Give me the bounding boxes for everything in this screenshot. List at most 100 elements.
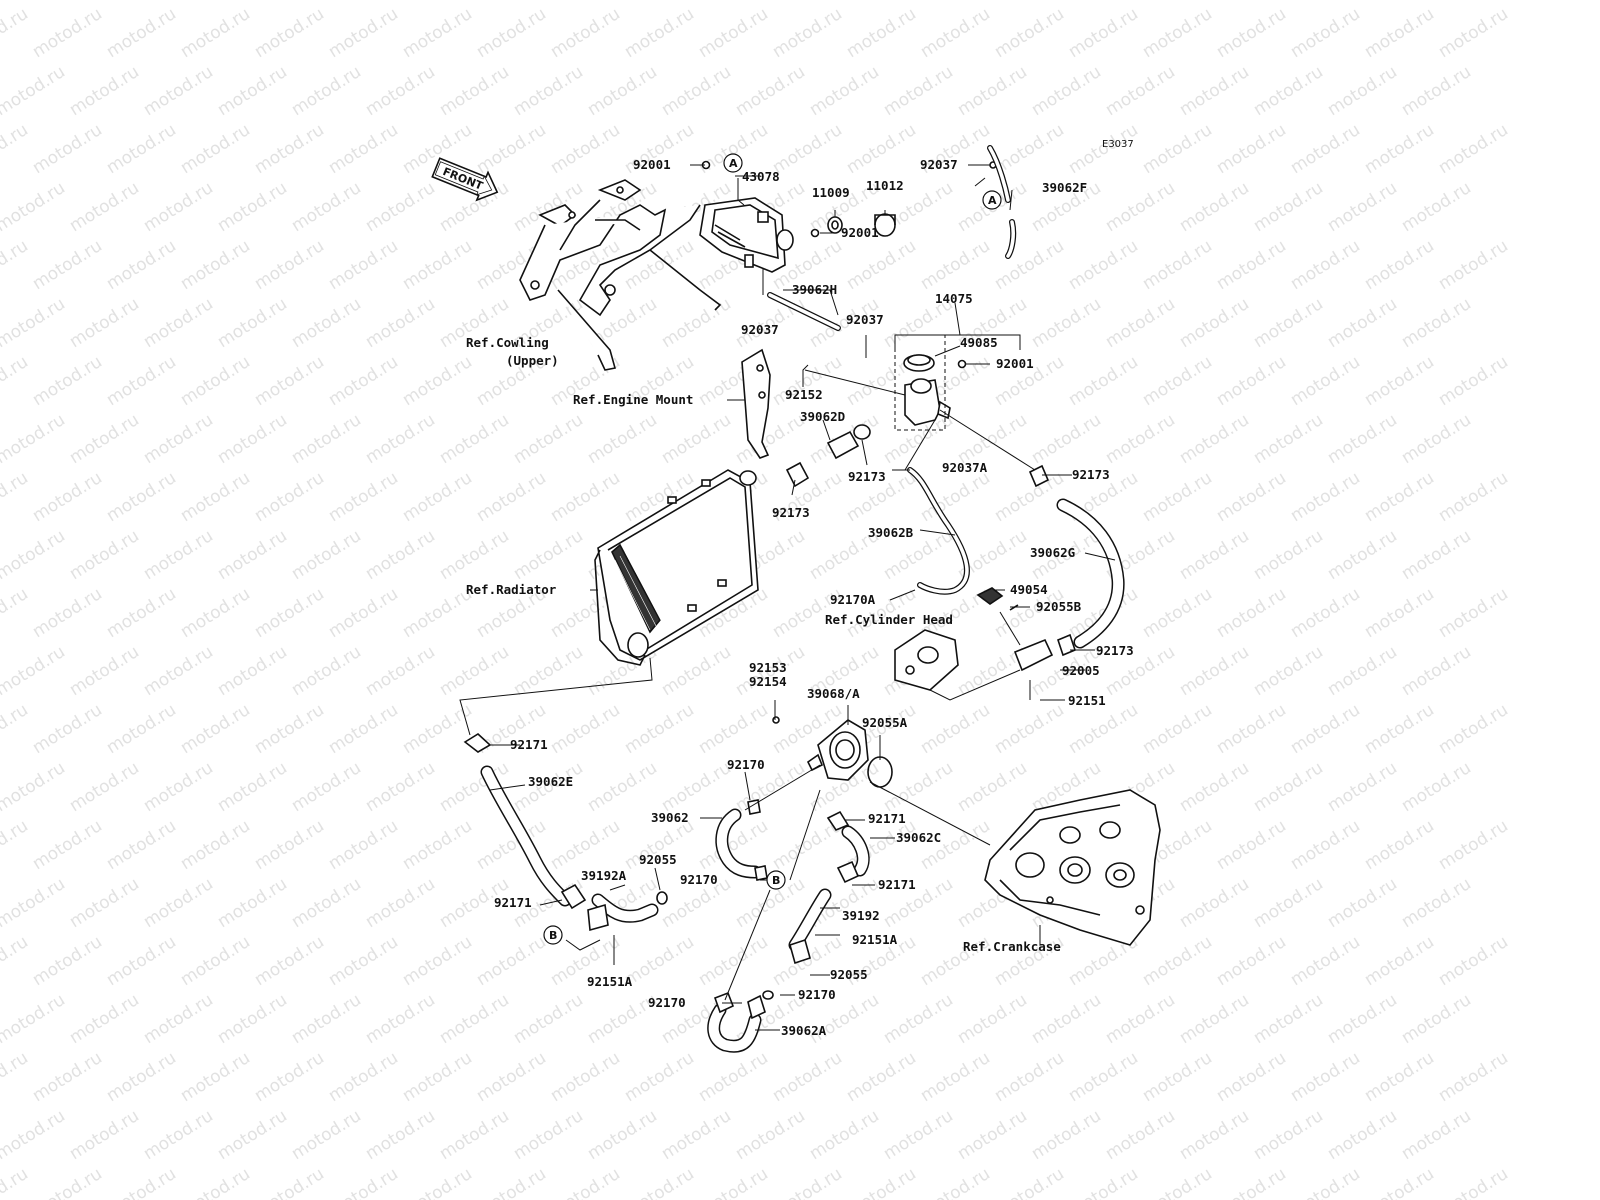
watermark-text: motod.ru [1398, 410, 1475, 468]
watermark-text: motod.ru [362, 62, 439, 120]
watermark-text: motod.ru [1250, 1106, 1327, 1164]
watermark-text: motod.ru [1287, 352, 1364, 410]
watermark-text: motod.ru [584, 1106, 661, 1164]
watermark-text: motod.ru [1213, 120, 1290, 178]
watermark-text: motod.ru [1398, 62, 1475, 120]
watermark-text: motod.ru [362, 178, 439, 236]
watermark-text: motod.ru [1435, 4, 1512, 62]
crankcase [984, 789, 1161, 946]
watermark-text: motod.ru [29, 468, 106, 526]
part-label: 92173 [848, 469, 886, 484]
watermark-text: motod.ru [695, 4, 772, 62]
watermark-text: motod.ru [0, 1164, 32, 1200]
watermark-text: motod.ru [806, 62, 883, 120]
watermark-text: motod.ru [29, 700, 106, 758]
watermark-text: motod.ru [103, 4, 180, 62]
watermark-text: motod.ru [0, 0, 69, 4]
watermark-text: motod.ru [547, 1048, 624, 1106]
watermark-text: motod.ru [140, 0, 217, 4]
watermark-text: motod.ru [806, 0, 883, 4]
engine-mount [741, 348, 771, 459]
callout-A-1-label: A [729, 157, 738, 170]
thermostat-box-top [894, 334, 1021, 350]
watermark-text: motod.ru [325, 1048, 402, 1106]
watermark-text: motod.ru [1176, 526, 1253, 584]
watermark-text: motod.ru [621, 1164, 698, 1200]
watermark-text: motod.ru [288, 990, 365, 1048]
watermark-text: motod.ru [177, 4, 254, 62]
watermark-text: motod.ru [214, 874, 291, 932]
watermark-text: motod.ru [1435, 468, 1512, 526]
watermark-text: motod.ru [510, 642, 587, 700]
ref-label-radiator: Ref.Radiator [466, 582, 557, 597]
callout-A-1: A [723, 153, 743, 173]
watermark-text: motod.ru [1065, 236, 1142, 294]
hose-39062C [826, 810, 870, 884]
part-label: 92055B [1036, 599, 1082, 614]
watermark-text: motod.ru [510, 526, 587, 584]
watermark-text: motod.ru [288, 1106, 365, 1164]
watermark-text: motod.ru [29, 352, 106, 410]
watermark-text: motod.ru [251, 816, 328, 874]
watermark-text: motod.ru [399, 932, 476, 990]
watermark-text: motod.ru [769, 120, 846, 178]
watermark-text: motod.ru [103, 1164, 180, 1200]
watermark-text: motod.ru [880, 1106, 957, 1164]
part-label: 92173 [1072, 467, 1110, 482]
part-label: 49054 [1010, 582, 1048, 597]
watermark-text: motod.ru [1361, 1048, 1438, 1106]
watermark-text: motod.ru [1287, 468, 1364, 526]
watermark-text: motod.ru [991, 1048, 1068, 1106]
watermark-text: motod.ru [140, 642, 217, 700]
watermark-text: motod.ru [362, 410, 439, 468]
watermark-text: motod.ru [399, 4, 476, 62]
watermark-text: motod.ru [251, 1164, 328, 1200]
watermark-text: motod.ru [547, 1164, 624, 1200]
watermark-text: motod.ru [177, 236, 254, 294]
watermark-text: motod.ru [29, 584, 106, 642]
watermark-text: motod.ru [1176, 294, 1253, 352]
watermark-text: motod.ru [66, 642, 143, 700]
watermark-text: motod.ru [1250, 758, 1327, 816]
part-label: 92037A [942, 460, 988, 475]
watermark-text: motod.ru [362, 1106, 439, 1164]
watermark-text: motod.ru [991, 236, 1068, 294]
watermark-text: motod.ru [214, 758, 291, 816]
watermark-text: motod.ru [1102, 294, 1179, 352]
watermark-text: motod.ru [1361, 584, 1438, 642]
watermark-text: motod.ru [362, 758, 439, 816]
watermark-text: motod.ru [917, 4, 994, 62]
reservoir-tank [699, 197, 794, 273]
part-label: 92154 [749, 674, 787, 689]
watermark-text: motod.ru [399, 468, 476, 526]
watermark-text: motod.ru [362, 874, 439, 932]
watermark-text: motod.ru [1139, 236, 1216, 294]
watermark-text: motod.ru [29, 4, 106, 62]
part-label: 92171 [878, 877, 916, 892]
hose-39062H [767, 292, 841, 331]
watermark-text: motod.ru [1028, 0, 1105, 4]
watermark-text: motod.ru [954, 0, 1031, 4]
watermark-text: motod.ru [436, 990, 513, 1048]
hose-39062G [1028, 464, 1125, 657]
watermark-text: motod.ru [1176, 874, 1253, 932]
ref-label-engine-mount: Ref.Engine Mount [573, 392, 693, 407]
part-label: 39062H [792, 282, 837, 297]
watermark-text: motod.ru [584, 62, 661, 120]
watermark-text: motod.ru [1361, 352, 1438, 410]
watermark-text: motod.ru [1324, 62, 1401, 120]
watermark-text: motod.ru [843, 120, 920, 178]
watermark-text: motod.ru [325, 120, 402, 178]
watermark-text: motod.ru [1176, 758, 1253, 816]
watermark-text: motod.ru [1176, 642, 1253, 700]
watermark-text: motod.ru [0, 178, 69, 236]
part-label: 39192 [842, 908, 880, 923]
watermark-text: motod.ru [695, 932, 772, 990]
part-label: 39062C [896, 830, 941, 845]
watermark-text: motod.ru [288, 526, 365, 584]
watermark-text: motod.ru [1361, 816, 1438, 874]
watermark-text: motod.ru [325, 700, 402, 758]
watermark-text: motod.ru [177, 816, 254, 874]
watermark-text: motod.ru [1213, 1048, 1290, 1106]
